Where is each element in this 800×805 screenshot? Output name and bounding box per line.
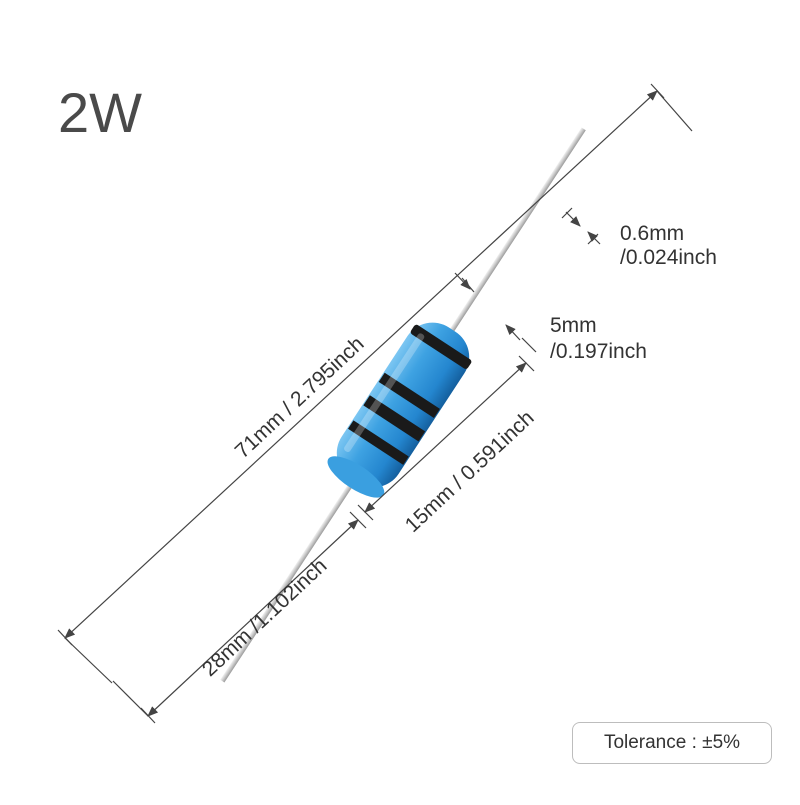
dim-total-length <box>57 83 693 684</box>
lead-right <box>441 127 586 344</box>
power-rating-title: 2W <box>58 81 142 144</box>
lead-diameter-mm: 0.6mm <box>620 222 685 245</box>
body-diameter-mm: 5mm <box>550 314 597 337</box>
dim-body-diameter <box>454 272 537 353</box>
tolerance-badge: Tolerance : ±5% <box>572 722 772 764</box>
lead-diameter-inch: /0.024inch <box>620 246 717 269</box>
dim-body-length <box>357 355 535 521</box>
body-diameter-inch: /0.197inch <box>550 340 647 363</box>
dim-lead-diameter <box>561 207 601 245</box>
dim-lead-length <box>112 511 367 724</box>
